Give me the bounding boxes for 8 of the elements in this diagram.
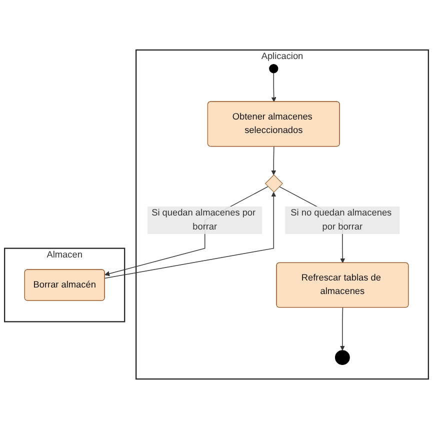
arrow (340, 307, 345, 351)
node-circle (334, 350, 350, 365)
edge-label: Si quedan almacenes por borrar (152, 208, 256, 232)
arrow (271, 72, 276, 102)
arrow (271, 146, 276, 176)
node-diamond (264, 174, 283, 193)
node-circle (269, 64, 278, 74)
edge-label: Si no quedan almacenes por borrar (290, 208, 392, 232)
